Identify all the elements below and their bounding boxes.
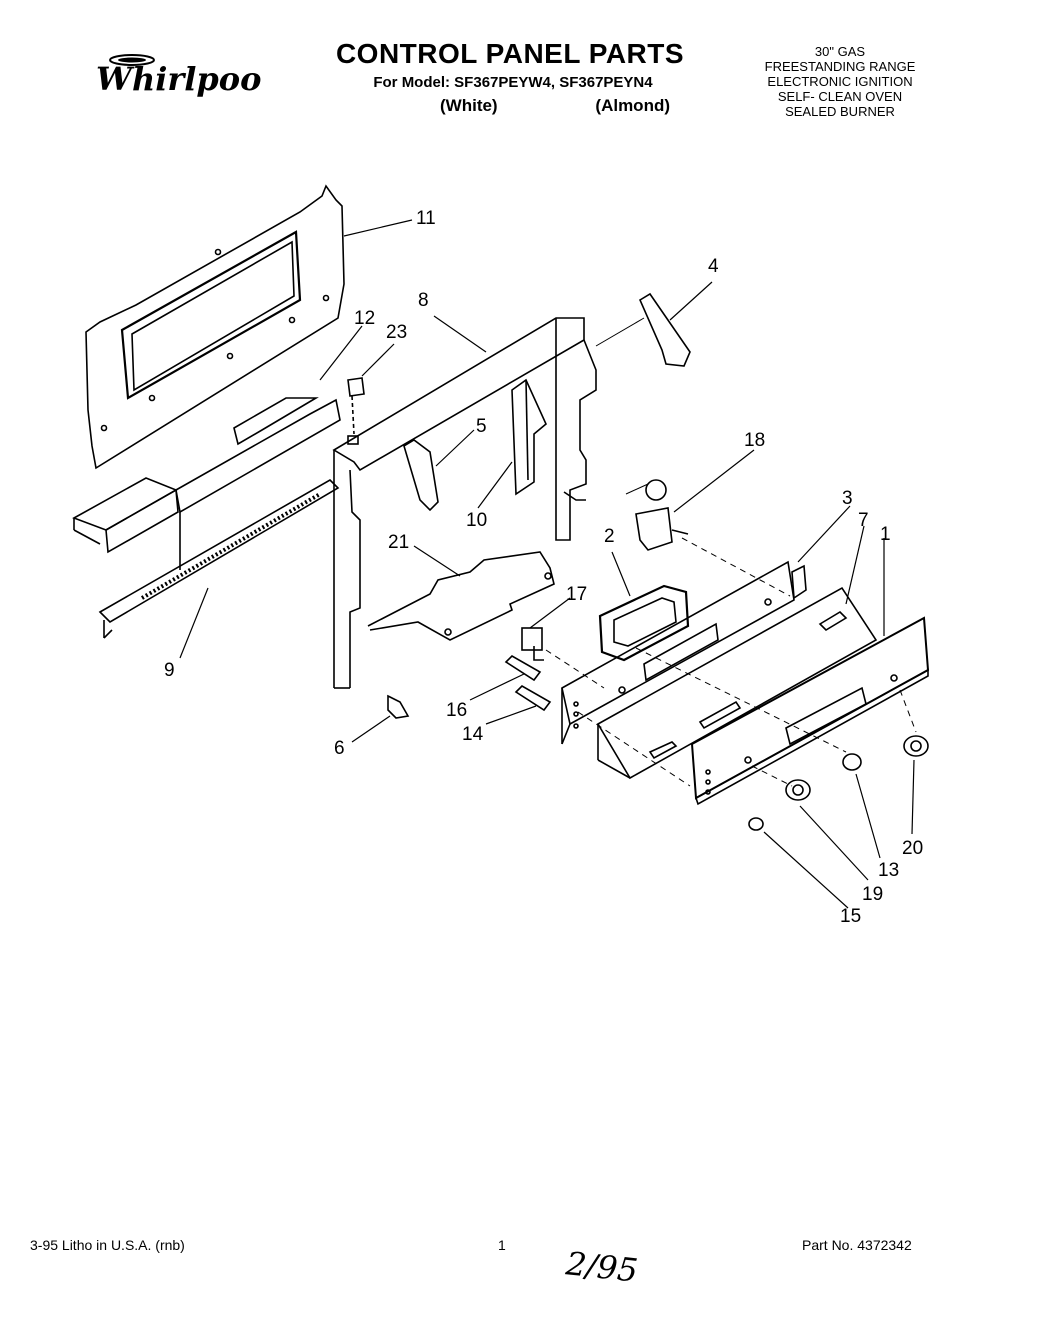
part-clip [347,377,365,435]
callout-9: 9 [164,660,175,681]
callout-21: 21 [388,532,409,553]
callout-3: 3 [842,488,853,509]
callout-23: 23 [386,322,407,343]
part-side-rail [511,378,547,496]
callout-18: 18 [744,430,765,451]
callout-2: 2 [604,526,615,547]
spec-line: SELF- CLEAN OVEN [777,89,903,104]
callout-12: 12 [354,308,375,329]
variant-almond: (Almond) [595,96,670,115]
assembly-lines [545,537,917,787]
part-switch [521,627,544,661]
part-bracket [403,439,439,512]
footer-print-info: 3-95 Litho in U.S.A. (rnb) [30,1237,185,1253]
callout-5: 5 [476,416,487,437]
callout-7: 7 [858,510,869,531]
spec-line: 30" GAS [814,44,866,59]
callout-1: 1 [880,524,891,545]
handwritten-date: 2/95 [564,1244,640,1290]
part-bracket-plate [367,551,555,641]
part-small-clip [387,694,410,719]
logo-wordmark: Whirlpool [96,60,262,98]
part-shafts [504,655,552,712]
callout-14: 14 [462,724,484,745]
model-line: For Model: SF367PEYW4, SF367PEYN4 [373,74,653,91]
part-end-cap [638,292,691,367]
callout-4: 4 [708,256,719,277]
spec-line: FREESTANDING RANGE [764,59,916,74]
part-ignition-module [625,479,689,551]
page-title: CONTROL PANEL PARTS [335,38,685,69]
callout-8: 8 [418,290,429,311]
spec-line: ELECTRONIC IGNITION [767,74,913,89]
part-display-bezel [598,584,690,662]
part-number: Part No. 4372342 [802,1237,912,1253]
callout-20: 20 [902,838,923,859]
leader-lines [179,219,915,909]
variant-white: (White) [440,96,498,115]
part-vent-strip [98,479,340,639]
callout-16: 16 [446,700,467,721]
callout-10: 10 [466,510,487,531]
callout-6: 6 [334,738,345,759]
part-support-tray [596,586,878,780]
callout-numbers: 11 4 8 12 23 5 18 10 3 7 1 21 2 17 9 16 … [164,208,923,927]
callout-17: 17 [566,584,587,605]
whirlpool-logo: Whirlpool [96,54,262,98]
part-inner-panel [561,560,807,745]
part-rear-panel [85,184,345,470]
part-trim-channel [72,397,341,570]
color-variants: (White) (Almond) [440,96,670,116]
page-number: 1 [498,1237,506,1253]
callout-11: 11 [416,208,436,229]
callout-19: 19 [862,884,883,905]
callout-13: 13 [878,860,899,881]
part-main-frame [332,317,597,689]
spec-line: SEALED BURNER [785,104,895,119]
part-knobs [748,735,929,831]
callout-15: 15 [840,906,861,927]
appliance-specs: 30" GAS FREESTANDING RANGE ELECTRONIC IG… [740,44,940,119]
part-front-panel [690,616,930,806]
